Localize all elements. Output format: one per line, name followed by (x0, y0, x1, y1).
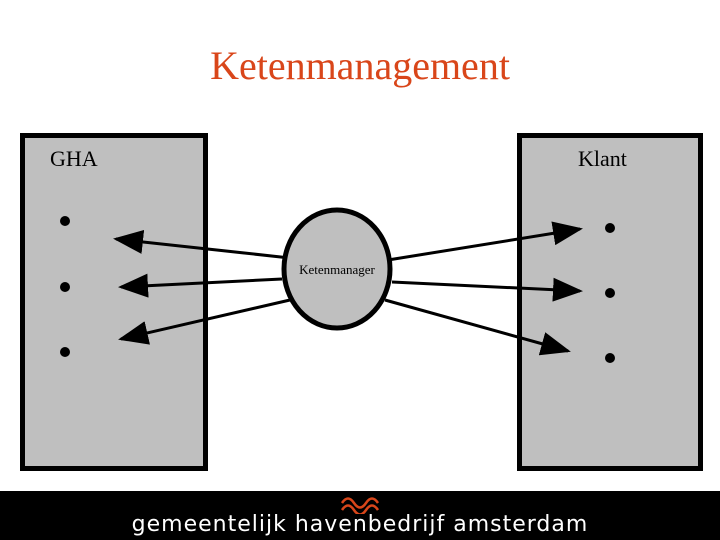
klant-bullet (605, 353, 615, 363)
klant-bullet (605, 288, 615, 298)
arrow-to-gha (118, 298, 291, 345)
organisation-name: gemeentelijk havenbedrijf amsterdam (131, 512, 589, 537)
arrow-to-klant (384, 298, 571, 356)
gha-bullet (60, 347, 70, 357)
klant-panel (517, 133, 703, 471)
gha-panel (20, 133, 208, 471)
sva-wave-logo-icon (340, 497, 380, 514)
arrow-to-klant (391, 277, 583, 302)
ketenmanager-label: Ketenmanager (299, 262, 375, 277)
arrow-to-klant (387, 221, 583, 262)
klant-bullet (605, 223, 615, 233)
arrow-to-gha (113, 230, 291, 260)
gha-bullet (60, 282, 70, 292)
klant-label: Klant (578, 146, 627, 171)
slide-title: Ketenmanagement (210, 43, 510, 88)
footer-bar (0, 491, 720, 540)
ketenmanager-node (281, 207, 393, 331)
arrow-to-gha (118, 273, 283, 298)
gha-bullet (60, 216, 70, 226)
gha-label: GHA (50, 146, 98, 171)
